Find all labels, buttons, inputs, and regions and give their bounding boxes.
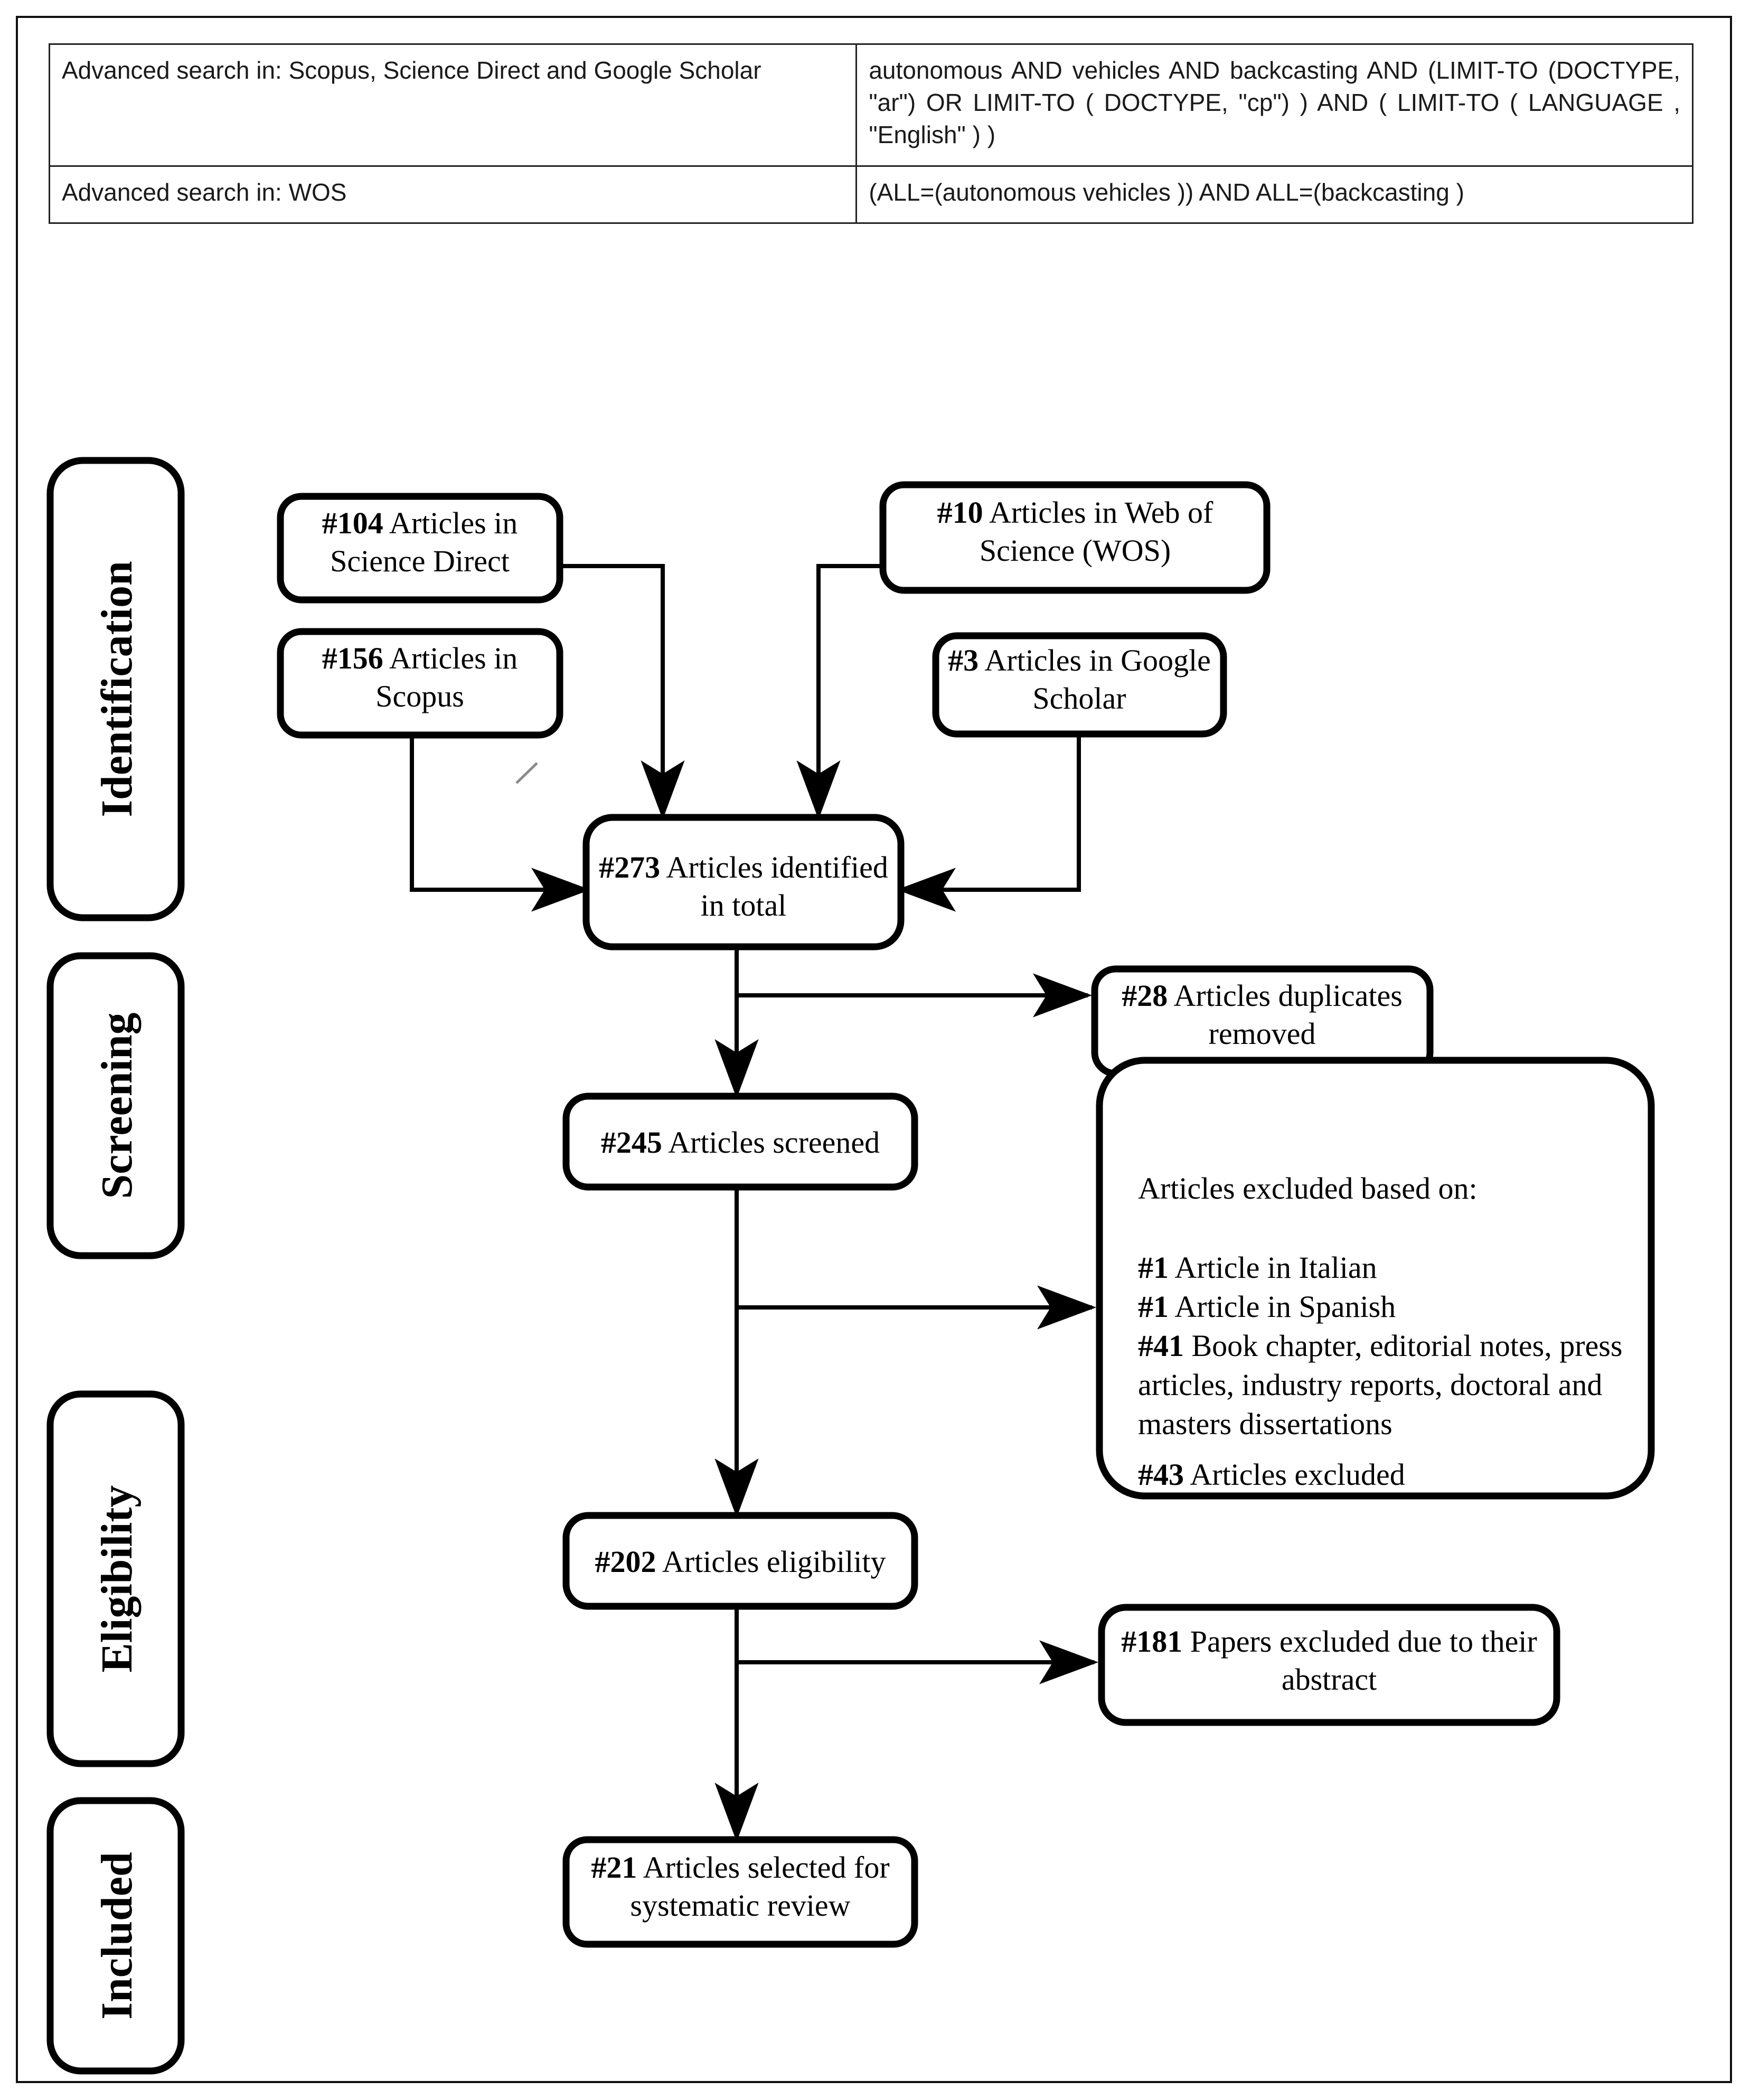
exclusion-item-count: #41 (1138, 1329, 1184, 1363)
node-text-line2: Science (WOS) (980, 533, 1171, 568)
stage-pill-screening: Screening (46, 952, 185, 1259)
svg-text:#245 Articles screened: #245 Articles screened (601, 1125, 880, 1160)
svg-text:#43 Articles excluded: #43 Articles excluded (1138, 1457, 1405, 1492)
svg-text:#181 Papers excluded due to th: #181 Papers excluded due to their (1121, 1624, 1537, 1659)
exclusion-item-text: masters dissertations (1138, 1407, 1393, 1441)
node-text: Articles screened (668, 1125, 880, 1160)
node-text-line2: Science Direct (330, 544, 510, 578)
search-query-cell: (ALL=(autonomous vehicles )) AND ALL=(ba… (855, 165, 1693, 224)
node-exclusion-reasons: Articles excluded based on: #1 Article i… (1096, 1057, 1655, 1500)
node-text-line2: abstract (1282, 1662, 1377, 1697)
node-text: Articles in (389, 641, 518, 675)
table-row: Advanced search in: Scopus, Science Dire… (48, 43, 1693, 167)
node-selected-for-review: #21 Articles selected for systematic rev… (562, 1836, 918, 1948)
node-count: #156 (322, 641, 383, 675)
svg-text:#41 Book chapter, editorial no: #41 Book chapter, editorial notes, press (1138, 1329, 1622, 1363)
search-source-cell: Advanced search in: Scopus, Science Dire… (48, 43, 858, 167)
node-count: #10 (937, 495, 983, 530)
node-eligibility: #202 Articles eligibility (562, 1512, 918, 1610)
scan-artifact-mark (515, 762, 538, 784)
node-identified-total: #273 Articles identified in total (582, 814, 905, 950)
node-text: Articles selected for (643, 1850, 890, 1885)
node-count: #104 (322, 506, 383, 540)
node-text-line2: in total (701, 888, 787, 922)
node-text-line2: Scholar (1032, 681, 1126, 715)
node-count: #181 (1121, 1624, 1182, 1659)
node-text: Articles in Google (984, 643, 1210, 677)
connector-scopus-to-total (410, 734, 590, 912)
node-count: #21 (591, 1850, 637, 1885)
svg-text:#3 Articles in Google: #3 Articles in Google (948, 643, 1211, 677)
node-web-of-science: #10 Articles in Web of Science (WOS) (879, 481, 1271, 594)
exclusion-item-text: Book chapter, editorial notes, press (1192, 1329, 1623, 1363)
node-count: #273 (599, 850, 660, 884)
page-frame (16, 16, 1732, 2083)
exclusion-item-count: #1 (1138, 1250, 1169, 1285)
svg-text:#1 Article in Italian: #1 Article in Italian (1138, 1250, 1377, 1285)
search-query-table: Advanced search in: Scopus, Science Dire… (48, 43, 1693, 224)
connector-science-direct-to-total (560, 564, 685, 820)
node-count: #28 (1122, 978, 1168, 1013)
node-text: Articles in (389, 506, 518, 540)
node-scopus: #156 Articles in Scopus (277, 628, 563, 739)
svg-text:#202 Articles eligibility: #202 Articles eligibility (595, 1545, 886, 1579)
svg-text:#28 Articles duplicates: #28 Articles duplicates (1122, 978, 1403, 1013)
node-count: #245 (601, 1125, 662, 1160)
node-text: Articles duplicates (1174, 978, 1403, 1013)
svg-text:#10 Articles in Web of: #10 Articles in Web of (937, 495, 1213, 530)
exclusion-total-count: #43 (1138, 1457, 1184, 1492)
table-row: Advanced search in: WOS (ALL=(autonomous… (48, 165, 1693, 224)
node-google-scholar: #3 Articles in Google Scholar (932, 632, 1227, 738)
svg-text:#104 Articles in: #104 Articles in (322, 506, 518, 540)
node-count: #202 (595, 1545, 656, 1579)
exclusion-heading: Articles excluded based on: (1138, 1171, 1478, 1206)
node-text-line2: removed (1209, 1016, 1316, 1051)
connector-wos-to-total (796, 564, 883, 820)
svg-text:#273 Articles identified: #273 Articles identified (599, 850, 888, 884)
svg-text:#21 Articles selected for: #21 Articles selected for (591, 1850, 889, 1885)
node-text: Articles in Web of (989, 495, 1213, 530)
stage-pill-eligibility: Eligibility (46, 1390, 185, 1767)
exclusion-total-text: Articles excluded (1190, 1457, 1405, 1492)
search-query-cell: autonomous AND vehicles AND backcasting … (855, 43, 1693, 167)
stage-pill-identification: Identification (46, 457, 185, 921)
exclusion-item-count: #1 (1138, 1289, 1169, 1324)
node-count: #3 (948, 643, 979, 677)
svg-text:#156 Articles in: #156 Articles in (322, 641, 518, 675)
exclusion-item-text: Article in Italian (1174, 1250, 1377, 1285)
search-source-cell: Advanced search in: WOS (48, 165, 858, 224)
node-abstract-excluded: #181 Papers excluded due to their abstra… (1098, 1604, 1560, 1726)
svg-text:#1 Article in Spanish: #1 Article in Spanish (1138, 1289, 1396, 1324)
node-text: Papers excluded due to their (1190, 1624, 1537, 1659)
connector-lines (410, 564, 1098, 1842)
node-screened: #245 Articles screened (562, 1093, 918, 1191)
exclusion-item-text: articles, industry reports, doctoral and (1138, 1368, 1602, 1402)
stage-pill-included: Included (46, 1797, 185, 2075)
stage-label-included: Included (92, 1852, 142, 2019)
exclusion-item-text: Article in Spanish (1174, 1289, 1396, 1324)
node-text: Articles eligibility (662, 1545, 886, 1579)
node-text-line2: systematic review (630, 1888, 850, 1923)
node-science-direct: #104 Articles in Science Direct (277, 493, 563, 604)
node-text-line2: Scopus (375, 679, 464, 713)
stage-label-screening: Screening (92, 1012, 142, 1199)
connector-google-scholar-to-total (897, 733, 1081, 912)
stage-label-identification: Identification (92, 561, 142, 817)
node-text: Articles identified (666, 850, 888, 884)
stage-label-eligibility: Eligibility (92, 1485, 142, 1673)
